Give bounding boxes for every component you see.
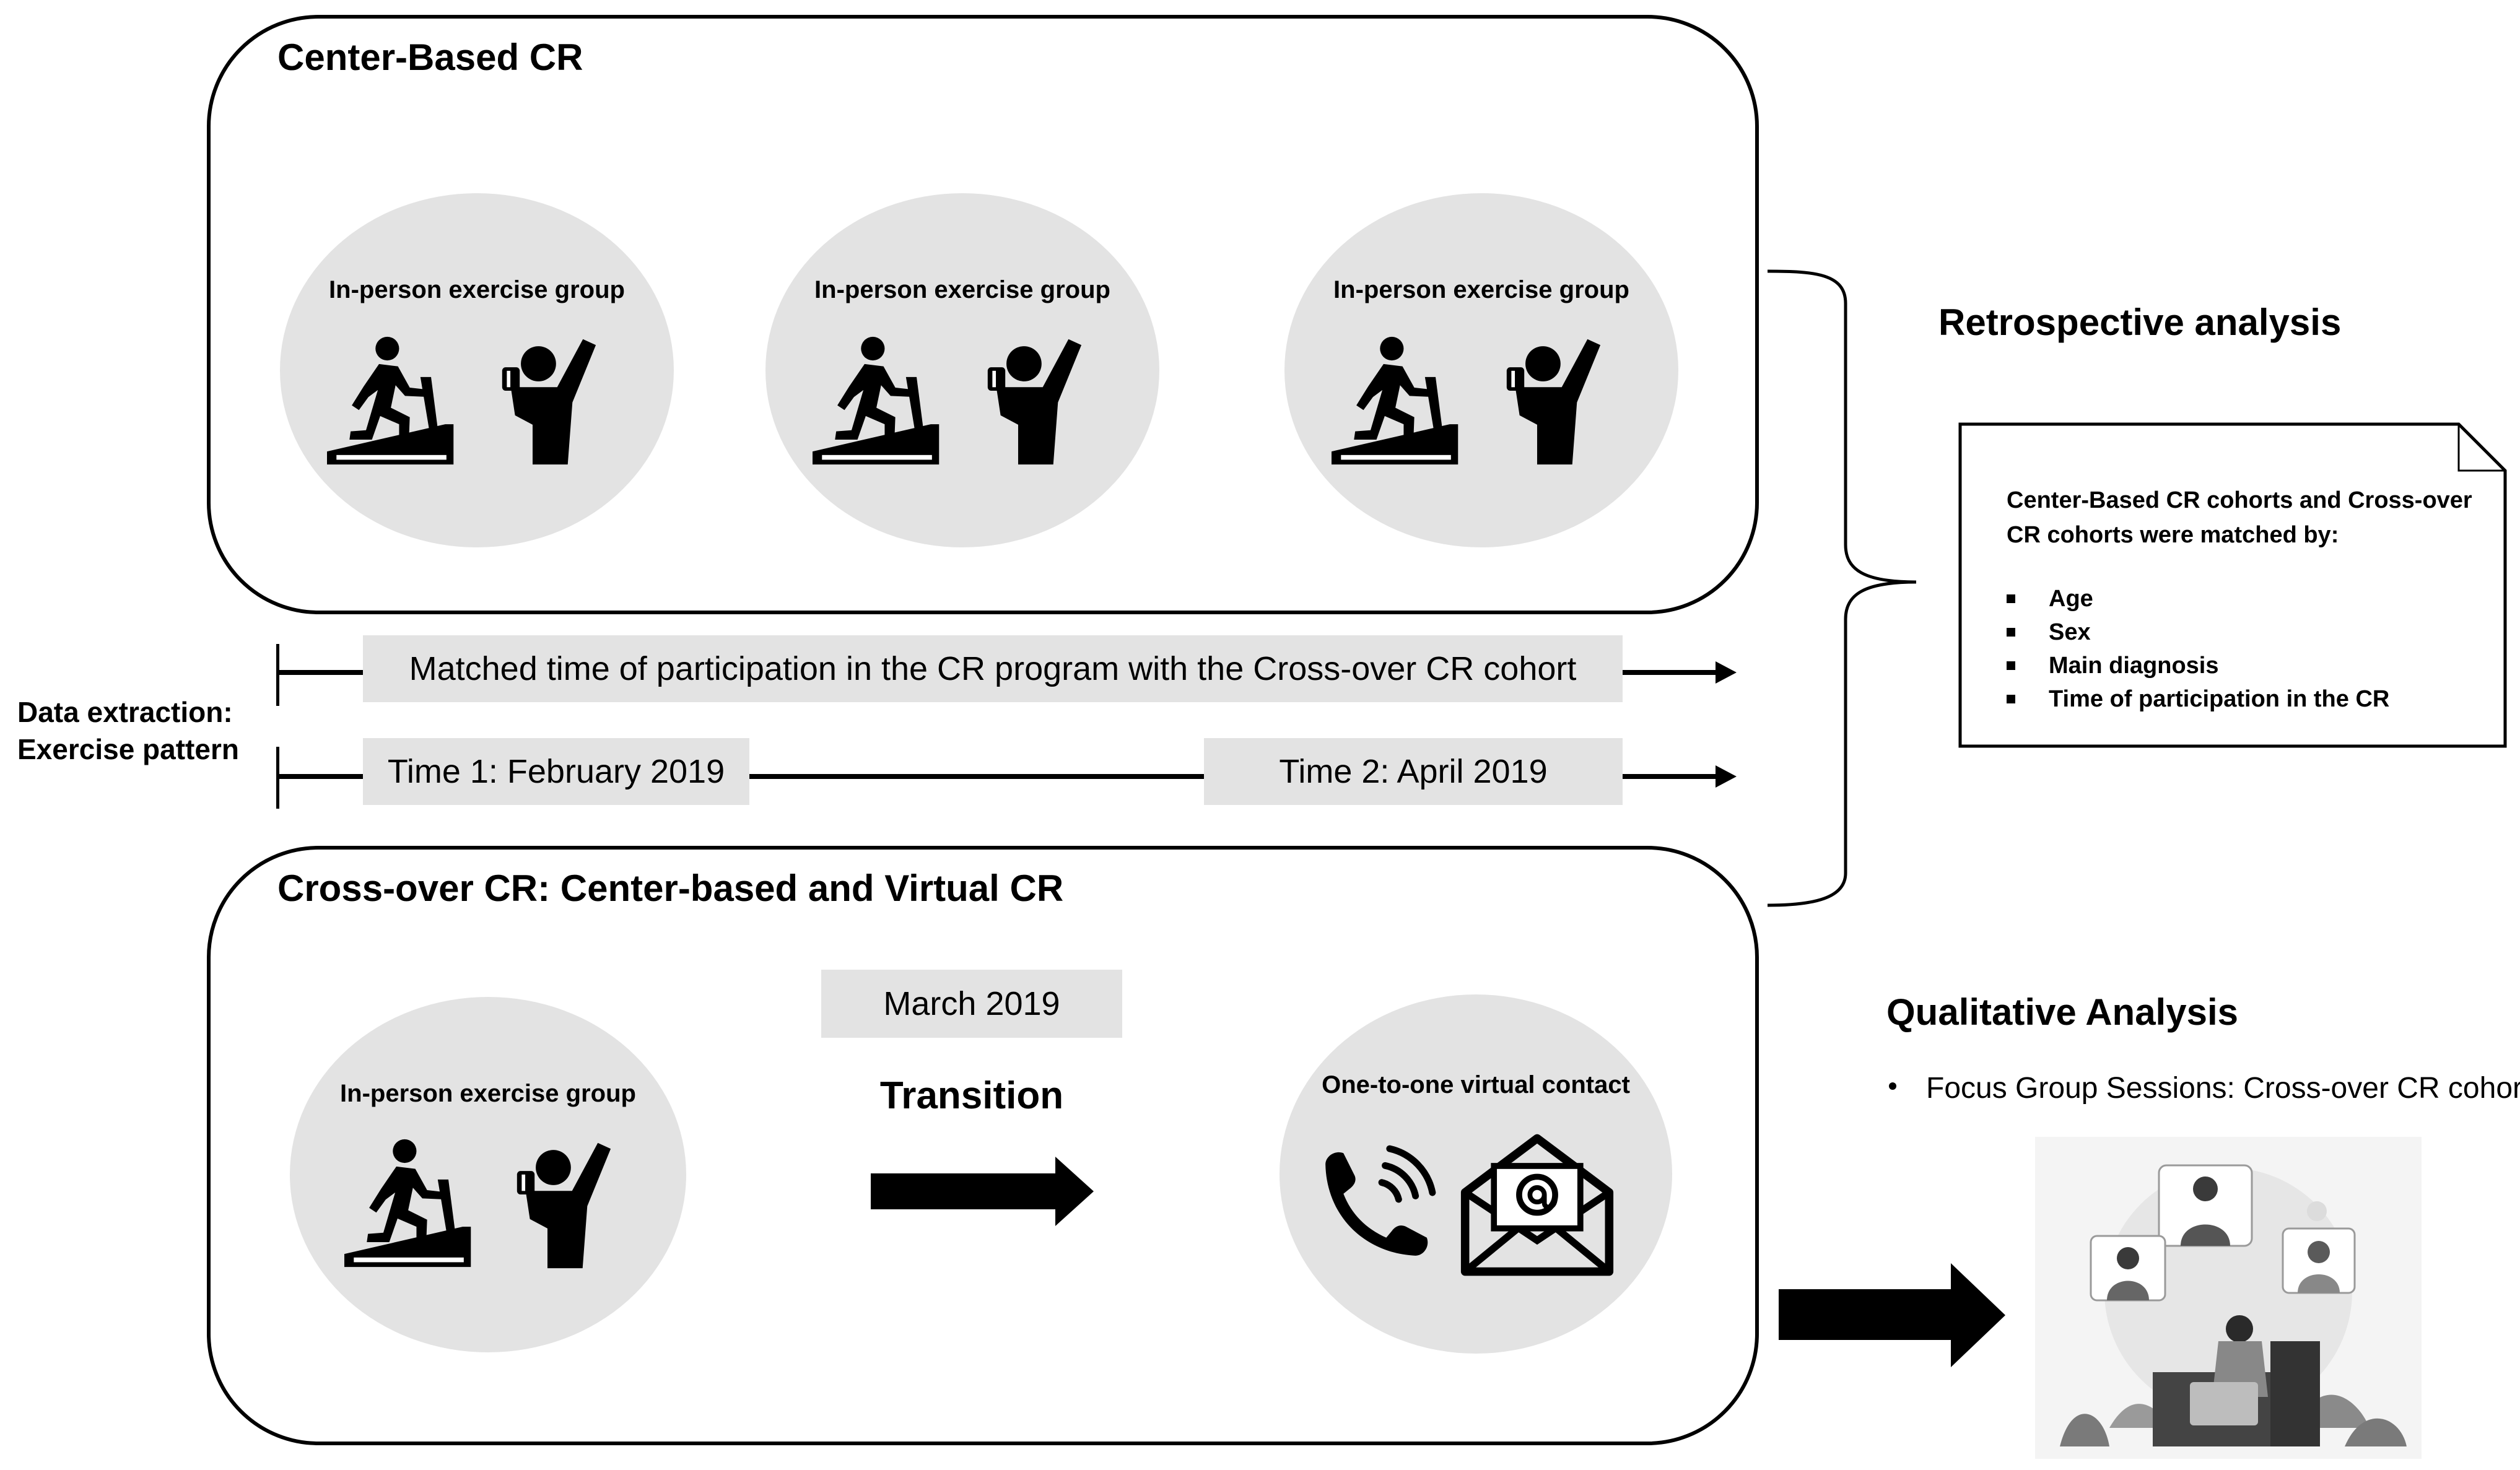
time2-label: Time 2: April 2019 <box>1204 738 1623 805</box>
weightlifter-icon <box>499 1141 617 1269</box>
center-based-cr-title: Center-Based CR <box>277 37 583 78</box>
data-extraction-line1: Data extraction: <box>17 696 233 728</box>
treadmill-runner-icon <box>806 336 949 466</box>
matched-time-label: Matched time of participation in the CR … <box>363 635 1623 702</box>
transition-arrow-head <box>1055 1157 1094 1226</box>
matching-note-text: Center-Based CR cohorts and Cross-over C… <box>2007 487 2472 548</box>
virtual-contact-circle: One-to-one virtual contact <box>1280 994 1672 1354</box>
bullet-icon <box>1889 1082 1896 1090</box>
matching-criterion: Time of participation in the CR <box>2007 682 2389 716</box>
matching-criterion: Sex <box>2007 615 2389 649</box>
transition-arrow-shaft <box>871 1173 1057 1209</box>
treadmill-runner-icon <box>1325 336 1468 466</box>
qualitative-analysis-heading: Qualitative Analysis <box>1886 991 2239 1033</box>
matching-criteria-list: Age Sex Main diagnosis Time of participa… <box>2007 582 2389 716</box>
matched-timeline-arrowhead <box>1716 661 1737 684</box>
time-points-timeline-arrowhead <box>1716 765 1737 788</box>
video-conference-illustration <box>2035 1137 2422 1459</box>
time1-label: Time 1: February 2019 <box>363 738 749 805</box>
qualitative-arrow-head <box>1951 1263 2005 1367</box>
exercise-group-circle: In-person exercise group <box>1284 193 1678 547</box>
exercise-group-label: In-person exercise group <box>814 276 1110 303</box>
crossover-cr-title: Cross-over CR: Center-based and Virtual … <box>277 868 1064 909</box>
phone-icon <box>1314 1143 1438 1267</box>
time-points-timeline <box>276 774 1725 779</box>
qualitative-arrow-shaft <box>1779 1289 1952 1340</box>
exercise-group-label: In-person exercise group <box>340 1080 636 1107</box>
weightlifter-icon <box>484 337 602 466</box>
treadmill-runner-icon <box>338 1138 481 1268</box>
transition-date-label: March 2019 <box>821 970 1122 1038</box>
exercise-group-label: In-person exercise group <box>329 276 625 303</box>
exercise-group-circle: In-person exercise group <box>290 997 686 1352</box>
weightlifter-icon <box>1489 337 1607 466</box>
retrospective-bracket <box>1767 269 1917 907</box>
exercise-group-circle: In-person exercise group <box>765 193 1159 547</box>
data-extraction-label: Data extraction: Exercise pattern <box>17 694 239 768</box>
treadmill-runner-icon <box>321 336 463 466</box>
timeline-start-tick <box>276 644 279 706</box>
qualitative-item-text: Focus Group Sessions: Cross-over CR coho… <box>1926 1072 2520 1105</box>
data-extraction-line2: Exercise pattern <box>17 733 239 765</box>
qualitative-item: Focus Group Sessions: Cross-over CR coho… <box>1889 1071 2520 1105</box>
matching-note-box <box>1958 422 2507 748</box>
matching-criterion: Age <box>2007 582 2389 615</box>
transition-label: Transition <box>879 1074 1064 1117</box>
weightlifter-icon <box>970 337 1088 466</box>
matching-criterion: Main diagnosis <box>2007 649 2389 682</box>
exercise-group-label: In-person exercise group <box>1333 276 1629 303</box>
retrospective-analysis-heading: Retrospective analysis <box>1938 302 2342 343</box>
exercise-group-circle: In-person exercise group <box>280 193 674 547</box>
email-envelope-icon <box>1459 1132 1615 1277</box>
virtual-contact-label: One-to-one virtual contact <box>1322 1071 1630 1098</box>
